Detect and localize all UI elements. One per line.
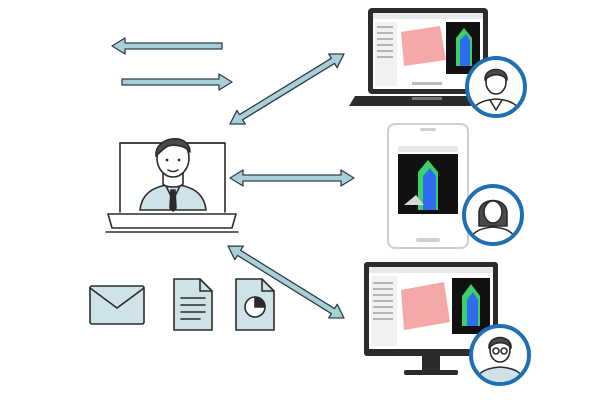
avatar-woman-circle xyxy=(462,184,524,246)
envelope-icon xyxy=(89,285,145,325)
laptop-icon xyxy=(349,8,506,106)
monitor-icon xyxy=(364,262,498,375)
arrow-host-laptop xyxy=(229,53,345,125)
avatar-man-glasses-circle xyxy=(469,324,531,386)
document-icon xyxy=(173,278,213,331)
arrow-right xyxy=(121,73,233,91)
tablet-icon xyxy=(387,123,469,249)
avatar-man-circle xyxy=(465,56,527,118)
arrow-left xyxy=(111,37,223,55)
presenter-laptop-icon xyxy=(105,138,239,233)
arrow-host-tablet xyxy=(229,169,355,187)
arrow-host-monitor xyxy=(227,245,345,319)
pie-chart-document-icon xyxy=(235,278,275,331)
presenter-avatar xyxy=(139,138,207,212)
